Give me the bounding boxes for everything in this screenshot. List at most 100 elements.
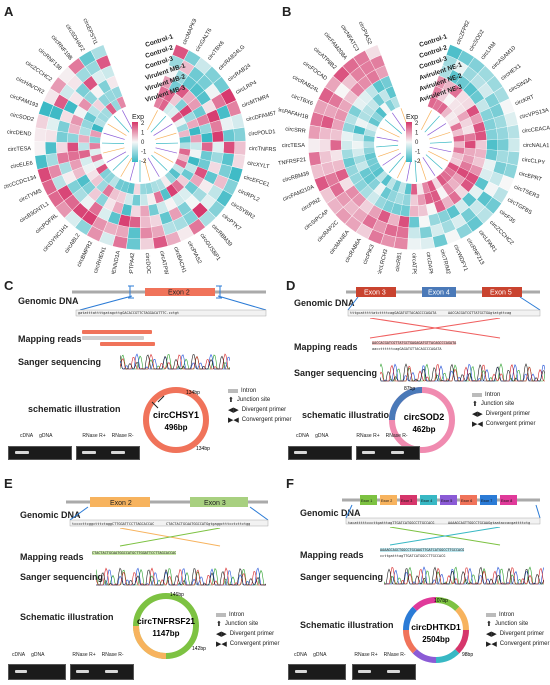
gene-label: circMANEA — [329, 229, 351, 256]
heatmap-cell — [441, 195, 455, 210]
legend-tick: 0 — [141, 140, 145, 146]
heatmap-cell — [209, 120, 223, 133]
heatmap-cell — [64, 210, 82, 228]
heatmap-cell — [192, 187, 208, 203]
gene-label: circNALA1 — [523, 143, 550, 149]
heatmap-cell — [86, 226, 104, 242]
gene-label: circDEND — [7, 129, 32, 137]
gene-label: circDENND1A — [109, 250, 122, 274]
heatmap-cell — [408, 216, 420, 228]
heatmap-cell — [446, 44, 463, 60]
heatmap-cell — [126, 182, 135, 195]
heatmap-cell — [89, 148, 102, 157]
heatmap-cell — [173, 69, 188, 85]
gene-label: circZFP82 — [456, 20, 472, 46]
heatmap-cell — [353, 50, 370, 67]
heatmap-cell — [75, 219, 92, 236]
circ-exon-arc — [412, 597, 436, 611]
panel-e-mapping-label: Mapping reads — [20, 552, 84, 562]
heatmap-cell — [446, 204, 461, 219]
heatmap-cell — [103, 197, 116, 211]
intron-swatch-icon — [486, 613, 496, 617]
heatmap-cell — [165, 231, 182, 246]
heatmap-cell — [373, 182, 386, 196]
heatmap-cell — [330, 140, 342, 151]
heatmap-cell — [103, 172, 116, 184]
panel-c-circrna-schematic: circCHSY1 496bp 134bp 134bp — [143, 387, 210, 453]
dendrogram-branch — [151, 154, 168, 171]
heatmap-cell — [69, 159, 83, 171]
heatmap-cell — [67, 142, 79, 152]
heatmap-cell — [352, 207, 368, 223]
heatmap-cell — [334, 83, 350, 99]
heatmap-cell — [436, 174, 448, 187]
heatmap-cell — [390, 96, 401, 109]
heatmap-cell — [464, 140, 476, 149]
heatmap-cell — [507, 124, 520, 139]
heatmap-cell — [365, 122, 378, 132]
heatmap-cell — [37, 167, 52, 183]
legend-colorbar — [132, 122, 138, 162]
panel-f-circrna-schematic: circDHTKD1 2504bp 107bp 98bp — [403, 597, 473, 663]
svg-text:87bp: 87bp — [404, 386, 415, 392]
heatmap-cell — [208, 200, 225, 218]
panel-d-exon-3 — [356, 287, 396, 297]
heatmap-cell — [359, 199, 374, 214]
gel-band — [387, 670, 400, 673]
heatmap-cell — [475, 140, 487, 150]
heatmap-cell — [83, 76, 98, 91]
heatmap-cell — [156, 201, 169, 214]
heatmap-cell — [452, 104, 466, 117]
panel-e-exon-2 — [90, 497, 150, 507]
heatmap-cell — [85, 60, 101, 76]
heatmap-cell — [462, 154, 475, 165]
heatmap-cell — [334, 108, 348, 122]
arrow-up-icon: ⬆ — [486, 621, 492, 628]
heatmap-cell — [354, 179, 368, 193]
panel-c-exon-2 — [145, 288, 215, 296]
dendrogram-branch — [425, 154, 443, 170]
heatmap-cell — [177, 225, 194, 242]
circ-exon-arc — [403, 630, 417, 654]
panel-f-gel-2 — [352, 664, 416, 680]
heatmap-cell — [363, 135, 375, 142]
panel-f-exon-label: Exon 8 — [501, 499, 512, 503]
heatmap-cell — [210, 151, 224, 164]
panel-f-exon-label: Exon 4 — [421, 499, 432, 503]
heatmap-cell — [187, 156, 200, 167]
heatmap-cell — [432, 234, 448, 248]
gene-label: circTBX6 — [207, 40, 226, 61]
heatmap-cell — [129, 216, 140, 228]
heatmap-cell — [308, 139, 320, 153]
dendrogram-branch — [102, 142, 125, 144]
intron-swatch-icon — [216, 613, 226, 617]
heatmap-cell — [404, 183, 412, 195]
heatmap-cell — [168, 79, 182, 94]
heatmap-cell — [132, 194, 140, 206]
heatmap-cell — [78, 149, 91, 159]
panel-c-gel-1 — [8, 446, 72, 460]
heatmap-cell — [201, 99, 217, 114]
svg-text:98bp: 98bp — [462, 652, 473, 658]
heatmap-cell — [368, 229, 384, 245]
panel-c-gel-labels: cDNA gDNA RNase R+ RNase R- — [20, 433, 134, 439]
panel-d-genomic-diagram: Exon 3 Exon 4 Exon 5 — [346, 287, 541, 317]
heatmap-cell — [179, 104, 193, 117]
heatmap-cell — [489, 171, 504, 187]
panel-f-gel-1 — [288, 664, 346, 680]
heatmap-cell — [442, 79, 456, 93]
panel-c-letter: C — [4, 278, 14, 293]
gene-label: circCCDC134 — [4, 175, 37, 191]
heatmap-cell — [102, 184, 115, 198]
heatmap-cell — [90, 44, 107, 60]
heatmap-cell — [48, 164, 62, 179]
heatmap-cell — [81, 181, 96, 195]
heatmap-cell — [166, 184, 178, 197]
heatmap-cell — [46, 117, 60, 131]
heatmap-cell — [46, 153, 59, 167]
heatmap-cell — [410, 183, 418, 195]
heatmap-cell — [499, 175, 514, 192]
heatmap-cell — [176, 123, 189, 133]
dendrogram-branch — [120, 157, 133, 177]
heatmap-cell — [87, 105, 101, 118]
